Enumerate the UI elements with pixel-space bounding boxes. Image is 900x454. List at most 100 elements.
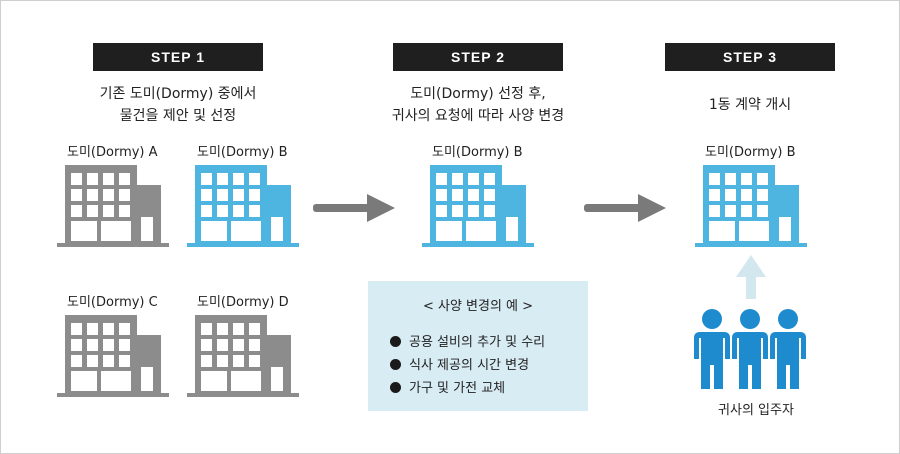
- step-3-badge: STEP 3: [665, 43, 835, 71]
- building-ground-panel: [201, 371, 227, 391]
- building-window: [436, 205, 447, 217]
- building-window: [217, 205, 228, 217]
- building-window: [87, 205, 98, 217]
- building-window: [217, 355, 228, 367]
- building-window: [233, 205, 244, 217]
- building-b-label: 도미(Dormy) B: [197, 145, 288, 160]
- building-ground-panel: [466, 221, 496, 241]
- building-window: [103, 355, 114, 367]
- building-window: [217, 189, 228, 201]
- example-item-text: 식사 제공의 시간 변경: [409, 358, 530, 373]
- building-window: [709, 173, 720, 185]
- building-window: [71, 205, 82, 217]
- building-base: [57, 393, 169, 397]
- building-door: [141, 217, 153, 241]
- building-window: [201, 355, 212, 367]
- building-window: [249, 323, 260, 335]
- building-base: [422, 243, 534, 247]
- person-icon: [694, 309, 730, 389]
- arrow-shaft: [313, 204, 371, 212]
- building-window: [201, 173, 212, 185]
- arrow-up-icon: [736, 255, 766, 299]
- building-window: [484, 205, 495, 217]
- building-ground-panel: [436, 221, 462, 241]
- building-window: [71, 339, 82, 351]
- building-b-icon: [187, 165, 299, 247]
- building-window: [103, 339, 114, 351]
- building-c-label: 도미(Dormy) C: [67, 295, 158, 310]
- building-window: [741, 205, 752, 217]
- step-2-badge: STEP 2: [393, 43, 563, 71]
- step-1-description: 기존 도미(Dormy) 중에서 물건을 제안 및 선정: [63, 83, 293, 127]
- arrow-head: [367, 194, 395, 222]
- bullet-icon: [390, 359, 401, 370]
- building-ground-panel: [101, 221, 131, 241]
- building-window: [468, 189, 479, 201]
- building-window: [71, 189, 82, 201]
- building-c-icon: [57, 315, 169, 397]
- building-window: [725, 173, 736, 185]
- building-window: [725, 189, 736, 201]
- building-window: [87, 323, 98, 335]
- building-window: [725, 205, 736, 217]
- step-3-building-label: 도미(Dormy) B: [705, 145, 796, 160]
- building-window: [233, 323, 244, 335]
- building-a-label: 도미(Dormy) A: [67, 145, 158, 160]
- building-window: [709, 189, 720, 201]
- example-item-text: 가구 및 가전 교체: [409, 381, 506, 396]
- building-window: [71, 173, 82, 185]
- building-window: [201, 339, 212, 351]
- building-window: [468, 205, 479, 217]
- residents-label: 귀사의 입주자: [718, 403, 794, 418]
- building-base: [187, 393, 299, 397]
- example-box-title: < 사양 변경의 예 >: [422, 299, 534, 314]
- building-window: [233, 355, 244, 367]
- building-ground-panel: [71, 221, 97, 241]
- step-1-description-line-1: 기존 도미(Dormy) 중에서: [99, 86, 257, 102]
- building-window: [757, 173, 768, 185]
- building-window: [741, 189, 752, 201]
- step-2-description-line-1: 도미(Dormy) 선정 후,: [410, 86, 546, 102]
- building-window: [452, 173, 463, 185]
- building-window: [484, 189, 495, 201]
- arrow-right-icon: [584, 194, 666, 222]
- building-window: [103, 323, 114, 335]
- building-window: [757, 205, 768, 217]
- person-icon: [732, 309, 768, 389]
- arrow-shaft: [584, 204, 642, 212]
- building-door: [271, 217, 283, 241]
- building-door: [779, 217, 791, 241]
- building-window: [249, 205, 260, 217]
- people-icon: [694, 309, 806, 389]
- building-ground-panel: [231, 221, 261, 241]
- building-window: [217, 339, 228, 351]
- building-ground-panel: [739, 221, 769, 241]
- building-window: [217, 173, 228, 185]
- step-3-description-line-1: 1동 계약 개시: [708, 97, 792, 113]
- building-window: [233, 189, 244, 201]
- building-window: [249, 339, 260, 351]
- arrow-head: [638, 194, 666, 222]
- building-window: [233, 339, 244, 351]
- building-ground-panel: [709, 221, 735, 241]
- step-3-description: 1동 계약 개시: [650, 94, 850, 116]
- building-window: [71, 355, 82, 367]
- building-window: [103, 205, 114, 217]
- bullet-icon: [390, 336, 401, 347]
- building-window: [468, 173, 479, 185]
- step-2-building-label: 도미(Dormy) B: [432, 145, 523, 160]
- example-item-text: 공용 설비의 추가 및 수리: [409, 335, 546, 350]
- example-item: 가구 및 가전 교체: [390, 377, 505, 396]
- building-ground-panel: [231, 371, 261, 391]
- building-ground-panel: [101, 371, 131, 391]
- building-window: [757, 189, 768, 201]
- person-icon: [770, 309, 806, 389]
- building-window: [436, 173, 447, 185]
- spec-change-example-box: < 사양 변경의 예 > 공용 설비의 추가 및 수리 식사 제공의 시간 변경…: [368, 281, 588, 411]
- building-ground-panel: [201, 221, 227, 241]
- building-base: [57, 243, 169, 247]
- building-window: [201, 205, 212, 217]
- building-window: [436, 189, 447, 201]
- building-window: [249, 189, 260, 201]
